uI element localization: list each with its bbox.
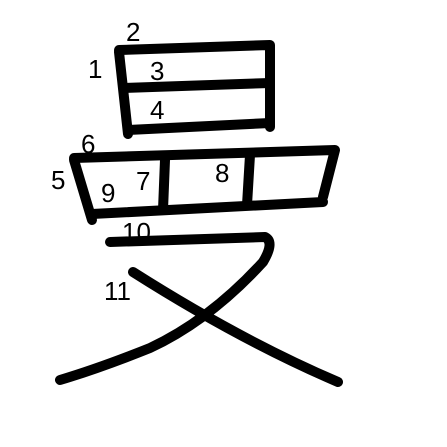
stroke-10 bbox=[55, 232, 275, 385]
stroke-2 bbox=[114, 40, 275, 132]
stroke-6 bbox=[69, 145, 340, 202]
stroke-label-4: 4 bbox=[150, 95, 164, 125]
stroke-label-2: 2 bbox=[126, 17, 140, 47]
stroke-label-8: 8 bbox=[215, 158, 229, 188]
stroke-label-5: 5 bbox=[51, 165, 65, 195]
stroke-label-9: 9 bbox=[101, 178, 115, 208]
stroke-label-1: 1 bbox=[88, 54, 102, 84]
stroke-1 bbox=[114, 47, 133, 139]
stroke-label-6: 6 bbox=[81, 129, 95, 159]
stroke-11 bbox=[128, 267, 343, 387]
stroke-9 bbox=[87, 197, 328, 219]
stroke-3 bbox=[120, 78, 275, 93]
stroke-label-3: 3 bbox=[150, 56, 164, 86]
stroke-4 bbox=[123, 118, 275, 135]
stroke-8 bbox=[242, 150, 255, 210]
stroke-label-7: 7 bbox=[136, 166, 150, 196]
stroke-label-11: 11 bbox=[104, 276, 131, 306]
stroke-label-10: 10 bbox=[122, 217, 151, 247]
stroke-7 bbox=[158, 155, 170, 215]
